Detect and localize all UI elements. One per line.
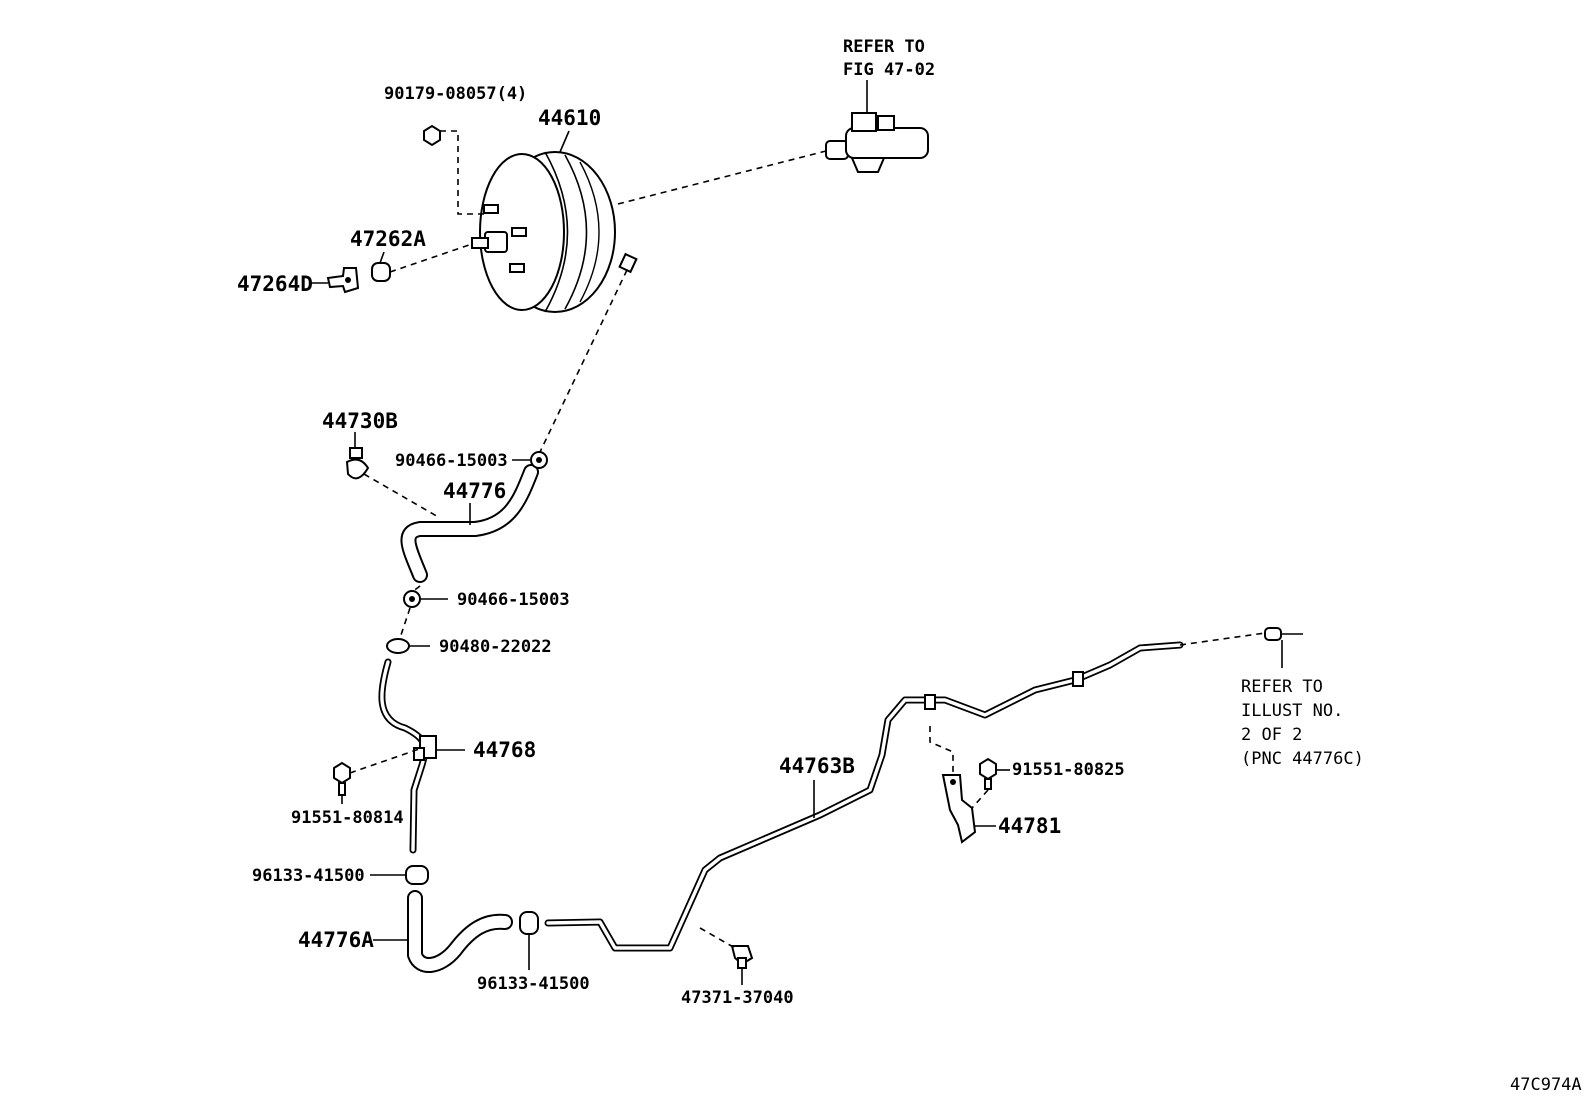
clevis-pin-47262a[interactable] [371,262,391,282]
label-47371: 47371-37040 [681,988,794,1008]
refer-illust-line3: 2 OF 2 [1241,725,1302,745]
label-90466-lower: 90466-15003 [457,590,570,610]
lead-47262a [379,251,385,264]
clamp-96133-upper[interactable] [405,865,429,885]
label-90480: 90480-22022 [439,637,552,657]
vacuum-pipe-44768[interactable] [378,658,437,854]
dash-bracket [929,726,954,774]
label-91551-80825: 91551-80825 [1012,760,1125,780]
figure-code: 47C974A [1510,1075,1582,1095]
label-96133-lower: 96133-41500 [477,974,590,994]
dash-clip-47371 [699,927,736,949]
label-96133-upper: 96133-41500 [252,866,365,886]
dash-b [399,607,411,639]
dash-bolt-80814 [349,747,423,774]
dash-a [411,585,421,593]
refer-illust-line1: REFER TO [1241,677,1323,697]
label-47264d: 47264D [237,272,313,296]
label-44610: 44610 [538,106,601,130]
clamp-96133-lower[interactable] [519,911,539,935]
refer-illust-line2: ILLUST NO. [1241,701,1343,721]
dash-master-cylinder [617,150,827,205]
dash-44730b [363,473,441,519]
label-44730b: 44730B [322,409,398,433]
clevis-47264d[interactable] [326,267,360,294]
vacuum-pipe-44763b[interactable] [544,641,1184,952]
refer-fig-line2: FIG 47-02 [843,60,935,80]
dash-bolt-80825 [971,789,989,809]
label-44763b: 44763B [779,754,855,778]
brake-booster-part[interactable] [471,151,638,313]
bracket-44781[interactable] [941,774,977,844]
label-90466-upper: 90466-15003 [395,451,508,471]
dash-47262a [389,243,473,273]
label-91551-80814: 91551-80814 [291,808,404,828]
label-44776: 44776 [443,479,506,503]
dash-90179 [440,130,484,215]
vacuum-hose-44776[interactable] [400,464,539,583]
clamp-90466-upper[interactable] [530,451,548,469]
label-44768: 44768 [473,738,536,762]
lead-44610 [559,130,570,153]
clip-44730b[interactable] [345,447,370,480]
dash-check-valve [539,269,628,453]
bolt-91551-80825[interactable] [979,757,997,790]
clamp-90466-lower[interactable] [403,590,421,608]
nut-90179[interactable] [423,124,441,147]
clip-47371[interactable] [730,945,754,969]
label-90179: 90179-08057(4) [384,84,527,104]
vacuum-hose-44776a[interactable] [407,890,513,973]
connector-44776c[interactable] [1264,627,1303,641]
label-44781: 44781 [998,814,1061,838]
bolt-91551-80814[interactable] [333,761,351,796]
grommet-90480[interactable] [386,638,410,654]
dash-refer-illust [1179,632,1266,646]
refer-fig-line1: REFER TO [843,37,925,57]
label-47262a: 47262A [350,227,426,251]
label-44776a: 44776A [298,928,374,952]
refer-illust-line4: (PNC 44776C) [1241,749,1364,769]
master-cylinder-part[interactable] [825,112,929,173]
